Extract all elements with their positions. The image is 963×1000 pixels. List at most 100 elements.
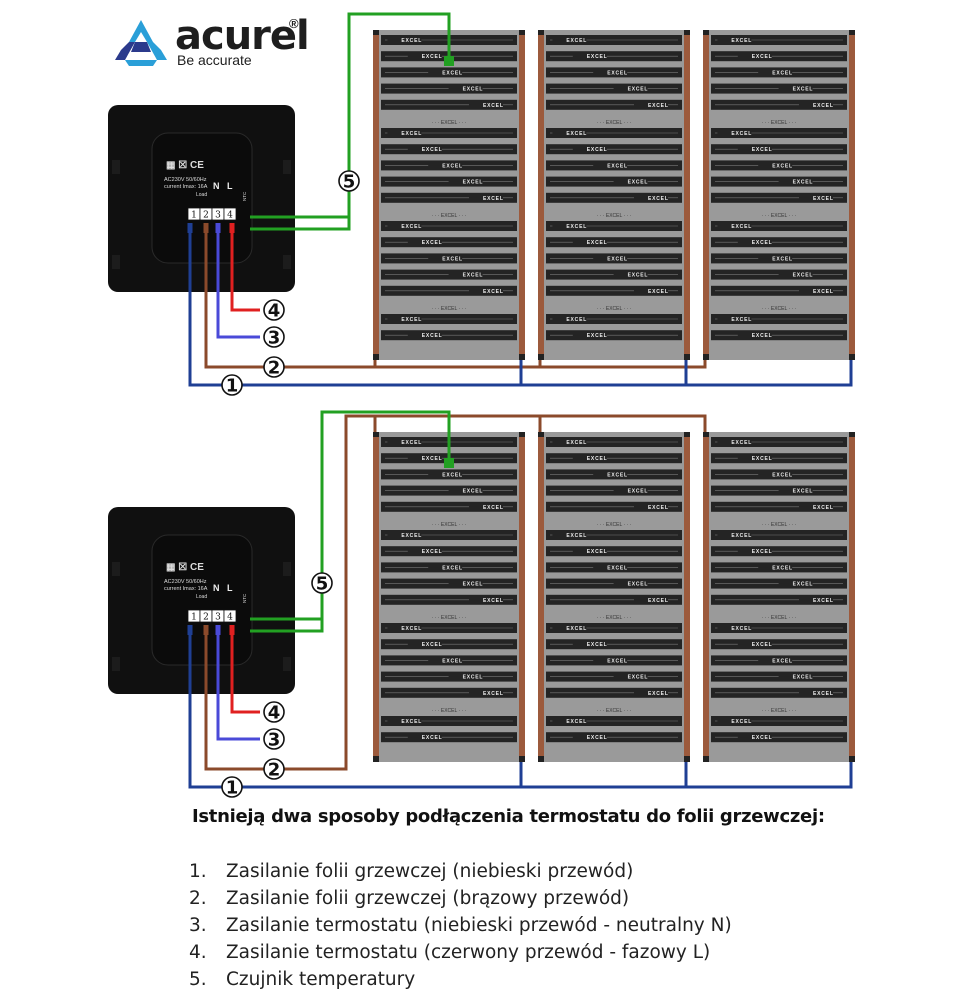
busbar-terminal xyxy=(538,756,544,762)
certification-marks: ▦ ☒ CE xyxy=(166,160,204,171)
film-print-line: · · · EXCEL · · · xyxy=(597,708,632,714)
carbon-strip xyxy=(381,469,517,480)
carbon-strip xyxy=(711,671,847,682)
strip-brand-print: EXCEL xyxy=(566,626,587,632)
strip-brand-print: EXCEL xyxy=(731,533,752,539)
wiring-diagrams: EXCEL EXCEL EXCEL EXCEL EXCEL · · · EXCEL · ·… xyxy=(108,12,855,799)
film-print-line: · · · EXCEL · · · xyxy=(432,615,467,621)
busbar-terminal xyxy=(849,354,855,360)
film-print-line: · · · EXCEL · · · xyxy=(762,615,797,621)
strip-brand-print: EXCEL xyxy=(731,719,752,725)
strip-brand-print: EXCEL xyxy=(813,196,834,202)
marker-circle xyxy=(338,170,360,192)
busbar-terminal xyxy=(519,432,525,437)
marker-circle xyxy=(263,728,285,750)
strip-brand-print: EXCEL xyxy=(587,333,608,339)
marker-label: 2 xyxy=(268,760,281,781)
carbon-strip xyxy=(546,485,682,496)
heating-film-panel: EXCEL EXCEL EXCEL EXCEL EXCEL · · · EXCEL · ·… xyxy=(703,432,855,762)
strip-brand-print: EXCEL xyxy=(628,675,649,681)
busbar-terminal xyxy=(373,30,379,35)
strip-brand-print: EXCEL xyxy=(731,38,752,44)
carbon-strip xyxy=(546,671,682,682)
strip-brand-print: EXCEL xyxy=(442,565,463,571)
strip-brand-print: EXCEL xyxy=(422,240,443,246)
strip-brand-print: EXCEL xyxy=(566,38,587,44)
marker-label: 2 xyxy=(268,358,281,379)
legend-text: Zasilanie termostatu (czerwony przewód -… xyxy=(226,942,711,963)
carbon-strip xyxy=(381,67,517,78)
strip-brand-print: EXCEL xyxy=(422,735,443,741)
wiring-diagram-1: EXCEL EXCEL EXCEL EXCEL EXCEL · · · EXCEL · ·… xyxy=(108,12,855,397)
carbon-strip xyxy=(546,269,682,280)
strip-brand-print: EXCEL xyxy=(648,103,669,109)
wiring-diagram-2: EXCEL EXCEL EXCEL EXCEL EXCEL · · · EXCEL · ·… xyxy=(108,410,855,799)
marker-5: 5 xyxy=(311,572,333,595)
marker-circle xyxy=(263,701,285,723)
strip-brand-print: EXCEL xyxy=(587,456,608,462)
marker-2: 2 xyxy=(263,758,285,781)
carbon-strip xyxy=(711,269,847,280)
film-print-line: · · · EXCEL · · · xyxy=(597,522,632,528)
strip-brand-print: EXCEL xyxy=(463,180,484,186)
strip-brand-print: EXCEL xyxy=(587,147,608,153)
legend-text: Zasilanie folii grzewczej (brązowy przew… xyxy=(226,888,630,909)
marker-label: 5 xyxy=(316,574,329,595)
carbon-strip xyxy=(381,269,517,280)
strip-brand-print: EXCEL xyxy=(422,333,443,339)
terminal-number: 3 xyxy=(215,613,221,623)
busbar-terminal xyxy=(373,756,379,762)
legend-number: 1. xyxy=(189,861,207,882)
brand-tagline: Be accurate xyxy=(177,52,252,68)
strip-brand-print: EXCEL xyxy=(813,289,834,295)
strip-brand-print: EXCEL xyxy=(422,147,443,153)
strip-brand-print: EXCEL xyxy=(587,735,608,741)
heating-film-panel: EXCEL EXCEL EXCEL EXCEL EXCEL · · · EXCEL · ·… xyxy=(373,30,525,360)
strip-brand-print: EXCEL xyxy=(731,224,752,230)
strip-brand-print: EXCEL xyxy=(463,675,484,681)
carbon-strip xyxy=(711,655,847,666)
strip-brand-print: EXCEL xyxy=(463,273,484,279)
film-print-line: · · · EXCEL · · · xyxy=(432,213,467,219)
wire-neutral xyxy=(216,227,260,339)
strip-brand-print: EXCEL xyxy=(463,582,484,588)
film-print-line: · · · EXCEL · · · xyxy=(432,708,467,714)
strip-brand-print: EXCEL xyxy=(463,87,484,93)
rating-text: AC230V 50/60Hz xyxy=(164,579,207,585)
legend-text: Zasilanie termostatu (niebieski przewód … xyxy=(226,915,732,936)
busbar-terminal xyxy=(849,30,855,35)
wire-neutral xyxy=(216,629,260,741)
film-print-line: · · · EXCEL · · · xyxy=(597,120,632,126)
strip-brand-print: EXCEL xyxy=(628,489,649,495)
strip-brand-print: EXCEL xyxy=(607,163,628,169)
copper-busbar-right xyxy=(849,33,855,357)
mount-clip xyxy=(112,657,120,671)
strip-brand-print: EXCEL xyxy=(422,549,443,555)
carbon-strip xyxy=(381,578,517,589)
marker-circle xyxy=(221,776,243,798)
strip-brand-print: EXCEL xyxy=(813,505,834,511)
strip-brand-print: EXCEL xyxy=(483,103,504,109)
strip-brand-print: EXCEL xyxy=(752,456,773,462)
strip-brand-print: EXCEL xyxy=(483,598,504,604)
film-print-line: · · · EXCEL · · · xyxy=(762,306,797,312)
legend-item: 2.Zasilanie folii grzewczej (brązowy prz… xyxy=(189,885,732,912)
wire-sensor-return xyxy=(250,619,324,633)
line-label: L xyxy=(227,583,233,593)
strip-brand-print: EXCEL xyxy=(772,256,793,262)
strip-brand-print: EXCEL xyxy=(752,642,773,648)
wire-entry xyxy=(215,625,221,635)
copper-busbar-left xyxy=(538,33,544,357)
film-print-line: · · · EXCEL · · · xyxy=(762,522,797,528)
strip-brand-print: EXCEL xyxy=(483,691,504,697)
copper-busbar-right xyxy=(684,435,690,759)
wire-entry xyxy=(187,223,193,233)
wire-entry xyxy=(203,223,209,233)
strip-brand-print: EXCEL xyxy=(813,598,834,604)
strip-brand-print: EXCEL xyxy=(566,533,587,539)
strip-brand-print: EXCEL xyxy=(607,256,628,262)
carbon-strip xyxy=(711,485,847,496)
line-label: L xyxy=(227,181,233,191)
marker-4: 4 xyxy=(263,701,285,724)
